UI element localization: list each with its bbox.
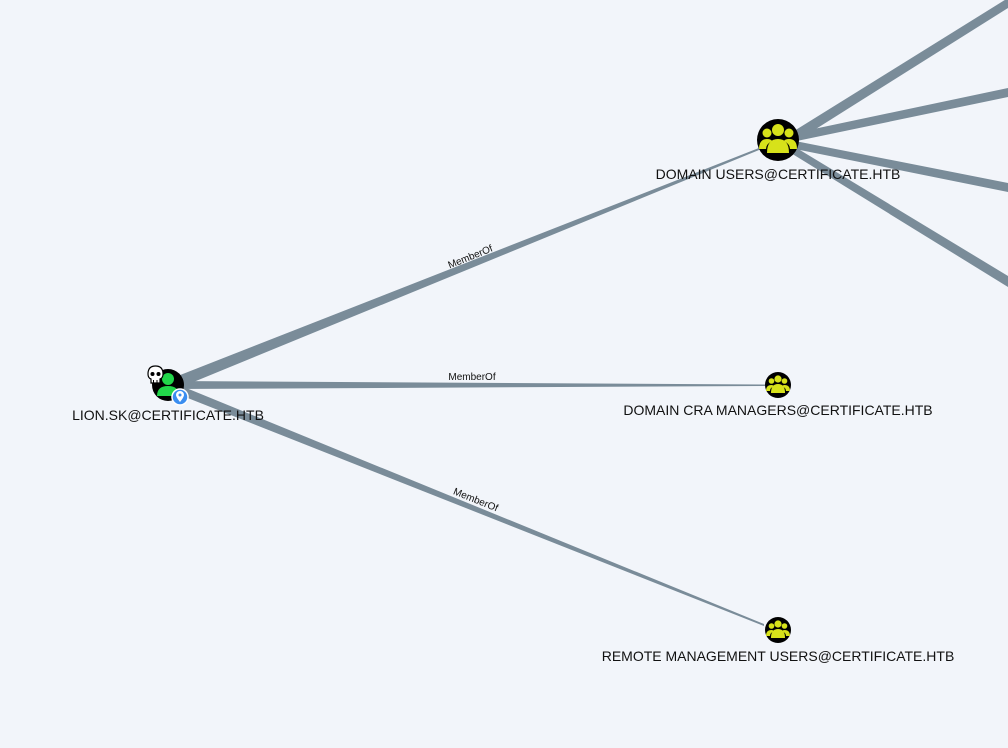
node-cra-managers[interactable] [765,372,791,398]
group-icon [766,375,790,393]
edges-offscreen [786,0,1008,287]
node-domain-users[interactable] [757,119,799,161]
group-icon [759,124,797,153]
edge-lion-cra-managers[interactable] [172,381,765,389]
edge-domain-users-offscreen-1[interactable] [786,0,1008,144]
edge-lion-remote-mgmt[interactable] [170,383,764,626]
edge-domain-users-offscreen-2[interactable] [790,88,1008,142]
skull-icon [147,365,164,384]
node-label-domain-users: DOMAIN USERS@CERTIFICATE.HTB [656,166,901,182]
node-label-cra-managers: DOMAIN CRA MANAGERS@CERTIFICATE.HTB [623,402,932,418]
edge-label-memberof-cra-managers: MemberOf [448,372,495,383]
edge-lion-domain-users[interactable] [170,146,764,390]
edge-domain-users-offscreen-3[interactable] [790,140,1008,192]
location-pin-icon [171,388,189,406]
node-remote-mgmt[interactable] [765,617,791,643]
edges-memberof [170,146,765,626]
group-icon [766,620,790,638]
node-label-lion-sk: LION.SK@CERTIFICATE.HTB [72,407,264,423]
edge-domain-users-offscreen-4[interactable] [786,144,1008,287]
node-lion-sk[interactable] [147,365,189,406]
user-icon [157,373,179,396]
node-label-remote-mgmt: REMOTE MANAGEMENT USERS@CERTIFICATE.HTB [602,648,955,664]
